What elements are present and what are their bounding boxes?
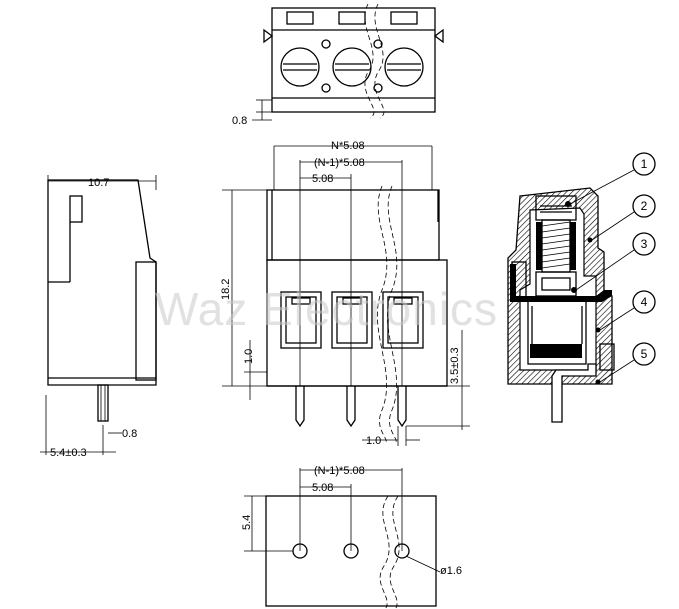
- footprint-break-line: [379, 495, 390, 609]
- dim-top-pin-offset: 0.8: [232, 115, 247, 127]
- footprint-break-line-2: [389, 495, 400, 609]
- section-pin: [551, 363, 597, 423]
- front-opening-1: [280, 291, 322, 349]
- top-slot-3: [390, 11, 418, 25]
- top-screw-1: [280, 47, 320, 87]
- callout-2: 2: [591, 194, 656, 241]
- dim-side-depth: 10.7: [88, 177, 109, 189]
- top-small-hole-4: [373, 83, 383, 93]
- top-small-hole-1: [321, 39, 331, 49]
- dim-height: 18.2: [220, 279, 232, 300]
- top-break-line-2: [374, 3, 385, 119]
- top-view: 0.8: [232, 3, 444, 127]
- svg-text:2: 2: [641, 199, 648, 213]
- front-break-line-2: [387, 185, 398, 443]
- callout-3: 3: [575, 232, 656, 291]
- top-slot-1: [286, 11, 314, 25]
- side-view: 10.7 0.8 5.4±0.3: [40, 175, 157, 459]
- svg-text:5: 5: [641, 347, 648, 361]
- side-view-slot: [69, 195, 83, 223]
- top-small-hole-2: [321, 83, 331, 93]
- svg-text:3: 3: [641, 237, 648, 251]
- footprint-view: (N-1)*5.08 5.08 5.4 ø1.6: [241, 465, 462, 609]
- dim-pitch: 5.08: [312, 173, 333, 185]
- top-break-line: [364, 3, 375, 119]
- top-left-tab: [263, 28, 274, 44]
- front-opening-2: [331, 291, 373, 349]
- front-pin-2: [346, 386, 356, 428]
- side-view-pin: [97, 384, 109, 422]
- front-break-line: [377, 185, 388, 443]
- top-right-tab: [433, 28, 444, 44]
- watermark: Waz Electronics: [155, 283, 498, 335]
- dim-side-pin-width: 0.8: [122, 428, 137, 440]
- svg-text:1: 1: [641, 157, 648, 171]
- top-slot-2: [338, 11, 366, 25]
- dim-pin-gap: 1.0: [366, 435, 381, 447]
- dim-pin-length: 3.5±0.3: [449, 347, 461, 384]
- dim-pitch-n1: (N-1)*5.08: [314, 157, 365, 169]
- dim-footprint-pitch: 5.08: [312, 482, 333, 494]
- front-upper-body: [266, 189, 440, 261]
- dim-bottom-gap: 1.0: [243, 349, 255, 364]
- cross-section-view: 1 2 3 4 5: [507, 152, 656, 423]
- top-small-hole-3: [373, 39, 383, 49]
- callout-5: 5: [599, 342, 656, 383]
- front-view: N*5.08 (N-1)*5.08 5.08 18.2 1.0 3.5±0.3 …: [220, 140, 470, 447]
- dim-footprint-row: 5.4: [241, 515, 253, 530]
- dim-side-pin-pos: 5.4±0.3: [50, 447, 87, 459]
- top-screw-2: [332, 47, 372, 87]
- dim-pitch-total: N*5.08: [331, 140, 365, 152]
- front-pin-1: [295, 386, 305, 428]
- front-pin-3: [397, 386, 407, 428]
- top-view-outline: [271, 7, 436, 113]
- front-opening-3: [382, 291, 424, 349]
- top-screw-3: [384, 47, 424, 87]
- callout-1: 1: [569, 152, 656, 205]
- dim-hole-diameter: ø1.6: [440, 565, 462, 577]
- section-screw-head: [535, 195, 577, 221]
- callout-4: 4: [599, 290, 656, 331]
- svg-text:4: 4: [641, 295, 648, 309]
- side-view-wire-entry: [135, 261, 157, 381]
- dim-footprint-pitch-n1: (N-1)*5.08: [314, 465, 365, 477]
